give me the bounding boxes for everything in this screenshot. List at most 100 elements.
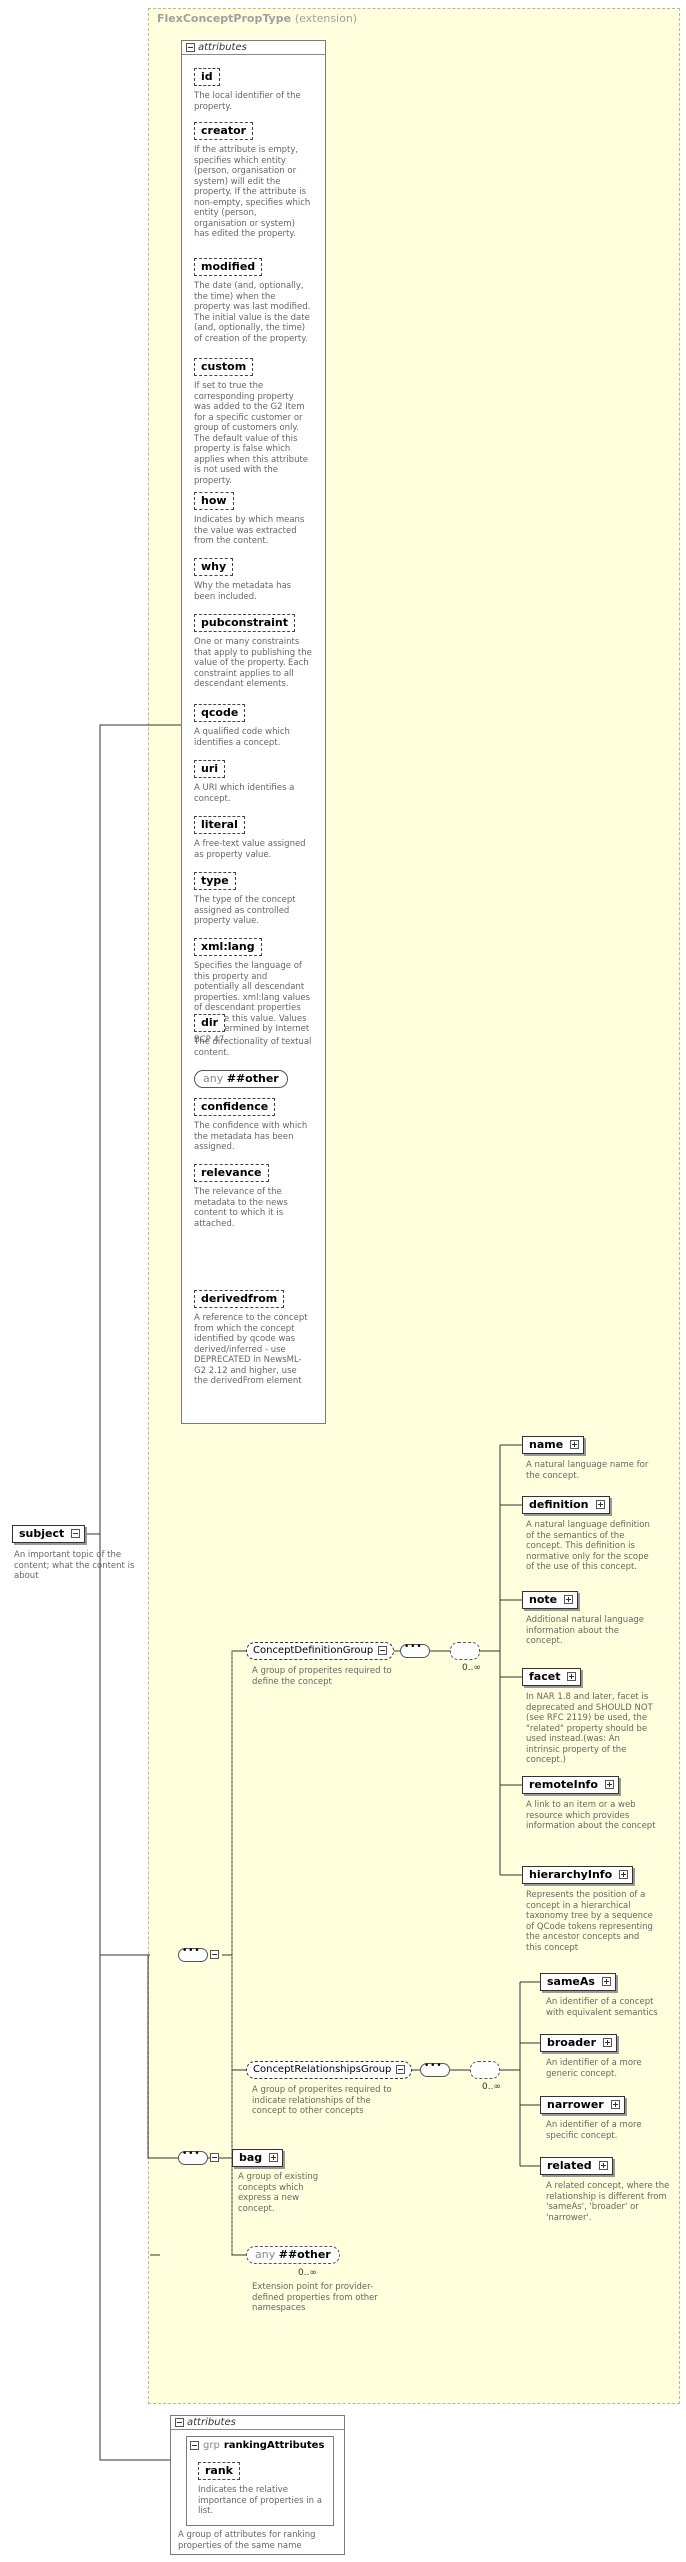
element-facet[interactable]: facet (522, 1668, 582, 1686)
collapse-icon[interactable] (175, 2418, 184, 2427)
ranking-group-frame (186, 2436, 334, 2526)
element-bag[interactable]: bag (232, 2149, 284, 2167)
attribute-description: If set to true the corresponding propert… (194, 381, 309, 486)
expand-icon[interactable] (595, 1500, 605, 1509)
attribute-rank[interactable]: rank (198, 2462, 240, 2480)
element-description: An identifier of a more generic concept. (546, 2058, 642, 2079)
attribute-description: A URI which identifies a concept. (194, 783, 295, 804)
attributes-header[interactable]: attributes (182, 41, 325, 55)
any-other-description: Extension point for provider-defined pro… (252, 2282, 378, 2313)
element-definition[interactable]: definition (522, 1496, 610, 1514)
sequence-compositor (178, 2149, 208, 2165)
attribute-literal[interactable]: literal (194, 816, 245, 834)
element-description: An identifier of a more specific concept… (546, 2120, 642, 2141)
attribute-derivedfrom[interactable]: derivedfrom (194, 1290, 285, 1308)
attributes-header[interactable]: attributes (171, 2416, 344, 2430)
element-remoteinfo[interactable]: remoteInfo (522, 1776, 619, 1794)
attribute-description: Indicates by which means the value was e… (194, 515, 305, 546)
expand-icon[interactable] (604, 1780, 614, 1789)
choice-compositor (470, 2061, 500, 2079)
attribute-modified[interactable]: modified (194, 258, 263, 276)
collapse-icon[interactable] (190, 2441, 199, 2450)
element-description: Additional natural language information … (526, 1615, 645, 1646)
expand-icon[interactable] (603, 2038, 613, 2047)
attribute-why[interactable]: why (194, 558, 234, 576)
attribute-description: The type of the concept assigned as cont… (194, 895, 296, 926)
element-description: A natural language name for the concept. (526, 1460, 649, 1481)
attribute-xml-lang[interactable]: xml:lang (194, 938, 262, 956)
attribute-description: If the attribute is empty, specifies whi… (194, 145, 311, 239)
group-description: A group of properites required to define… (252, 1666, 392, 1687)
attribute-description: One or many constraints that apply to pu… (194, 637, 312, 689)
expand-icon[interactable] (570, 1440, 580, 1449)
element-description: A group of existing concepts which expre… (238, 2172, 319, 2214)
attribute-description: The relevance of the metadata to the new… (194, 1187, 288, 1229)
expand-icon[interactable] (601, 1977, 611, 1986)
attribute-creator[interactable]: creator (194, 122, 254, 140)
subject-element[interactable]: subject (12, 1525, 86, 1543)
any-other-attribute[interactable]: any ##other (194, 1070, 288, 1088)
occurrence-label: 0..∞ (298, 2268, 317, 2278)
sequence-compositor (178, 1946, 208, 1962)
attribute-custom[interactable]: custom (194, 358, 254, 376)
attribute-description: Specifies the language of this property … (194, 961, 311, 1045)
element-description: In NAR 1.8 and later, facet is deprecate… (526, 1692, 653, 1765)
complex-type-title: FlexConceptPropType (extension) (157, 12, 358, 25)
attribute-type[interactable]: type (194, 872, 236, 890)
group-description: A group of properites required to indica… (252, 2085, 392, 2116)
collapse-icon[interactable] (210, 2153, 219, 2162)
attribute-description: The confidence with which the metadata h… (194, 1121, 308, 1152)
element-description: An identifier of a concept with equivale… (546, 1997, 658, 2018)
collapse-icon[interactable] (396, 2065, 406, 2074)
subject-description: An important topic of the content; what … (14, 1550, 135, 1581)
attribute-description: The directionality of textual content. (194, 1037, 312, 1058)
attribute-description: Indicates the relative importance of pro… (198, 2485, 322, 2516)
ranking-description: A group of attributes for ranking proper… (178, 2530, 316, 2551)
occurrence-label: 0..∞ (462, 1663, 481, 1673)
expand-icon[interactable] (619, 1870, 629, 1879)
attribute-description: The local identifier of the property. (194, 91, 301, 112)
attribute-relevance[interactable]: relevance (194, 1164, 269, 1182)
attribute-dir[interactable]: dir (194, 1014, 226, 1032)
attribute-description: A free-text value assigned as property v… (194, 839, 306, 860)
element-note[interactable]: note (522, 1591, 579, 1609)
element-name[interactable]: name (522, 1436, 585, 1454)
occurrence-label: 0..∞ (482, 2082, 501, 2092)
element-hierarchyinfo[interactable]: hierarchyInfo (522, 1866, 634, 1884)
expand-icon[interactable] (567, 1672, 577, 1681)
attribute-how[interactable]: how (194, 492, 234, 510)
element-description: A related concept, where the relationshi… (546, 2181, 670, 2223)
ranking-group-header[interactable]: grp rankingAttributes (190, 2440, 324, 2451)
attribute-pubconstraint[interactable]: pubconstraint (194, 614, 296, 632)
sequence-compositor (420, 2061, 450, 2077)
attribute-qcode[interactable]: qcode (194, 704, 246, 722)
collapse-icon[interactable] (378, 1646, 388, 1655)
expand-icon[interactable] (610, 2100, 620, 2109)
element-description: Represents the position of a concept in … (526, 1890, 653, 1953)
sequence-compositor (400, 1642, 430, 1658)
attribute-id[interactable]: id (194, 68, 220, 86)
attribute-description: A qualified code which identifies a conc… (194, 727, 290, 748)
attribute-description: The date (and, optionally, the time) whe… (194, 281, 311, 344)
expand-icon[interactable] (598, 2161, 608, 2170)
concept-relationships-group[interactable]: ConceptRelationshipsGroup (246, 2061, 413, 2079)
any-other-element[interactable]: any ##other (246, 2246, 340, 2264)
attribute-description: A reference to the concept from which th… (194, 1313, 308, 1386)
attribute-confidence[interactable]: confidence (194, 1098, 276, 1116)
expand-icon[interactable] (564, 1595, 574, 1604)
element-description: A natural language definition of the sem… (526, 1520, 650, 1572)
element-related[interactable]: related (540, 2157, 613, 2175)
choice-compositor (450, 1642, 480, 1660)
element-sameas[interactable]: sameAs (540, 1973, 616, 1991)
attribute-uri[interactable]: uri (194, 760, 226, 778)
element-broader[interactable]: broader (540, 2034, 618, 2052)
collapse-icon[interactable] (186, 43, 195, 52)
expand-icon[interactable] (269, 2153, 279, 2162)
element-narrower[interactable]: narrower (540, 2096, 625, 2114)
concept-definition-group[interactable]: ConceptDefinitionGroup (246, 1642, 395, 1660)
element-description: A link to an item or a web resource whic… (526, 1800, 656, 1831)
collapse-icon[interactable] (71, 1529, 81, 1538)
collapse-icon[interactable] (210, 1950, 219, 1959)
attribute-description: Why the metadata has been included. (194, 581, 292, 602)
